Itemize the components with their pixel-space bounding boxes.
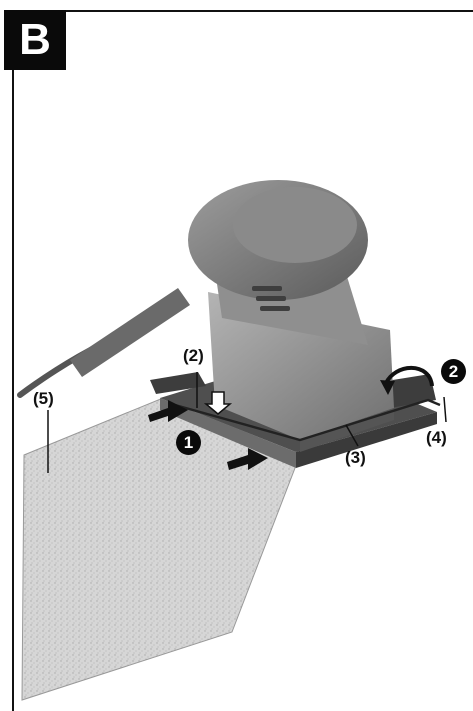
leader-4 bbox=[443, 396, 447, 423]
step-2-marker: 2 bbox=[441, 359, 466, 384]
figure-letter-badge: B bbox=[4, 10, 66, 70]
fold-arrow bbox=[383, 365, 434, 387]
callout-4: (4) bbox=[426, 428, 447, 447]
base-plate-side bbox=[160, 398, 296, 468]
step-1-marker: 1 bbox=[176, 430, 201, 455]
leader-3 bbox=[345, 424, 359, 447]
insert-arrow-left bbox=[148, 400, 188, 422]
frame-top-line bbox=[66, 10, 473, 12]
callout-5: (5) bbox=[33, 389, 54, 408]
wire-clip bbox=[174, 398, 441, 442]
palm-grip-cap bbox=[233, 187, 357, 263]
callout-3: (3) bbox=[345, 448, 366, 467]
frame-left-line bbox=[12, 60, 14, 711]
press-down-arrow bbox=[203, 391, 233, 415]
vent-slots bbox=[252, 286, 290, 311]
base-plate-front bbox=[296, 412, 437, 468]
sandpaper-sheet bbox=[21, 397, 301, 701]
insert-arrow-right bbox=[227, 448, 268, 470]
cord-strain-relief bbox=[70, 288, 190, 377]
callout-2: (2) bbox=[183, 346, 204, 365]
front-clamp-lever bbox=[150, 372, 206, 394]
fold-arrowhead bbox=[380, 380, 395, 395]
